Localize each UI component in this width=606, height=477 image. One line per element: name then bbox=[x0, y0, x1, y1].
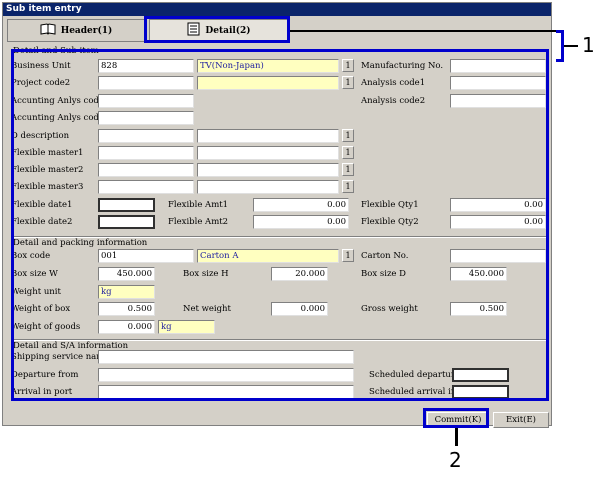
book-icon bbox=[40, 23, 56, 38]
label-analysis-code2: Analysis code2 bbox=[361, 96, 426, 106]
label-flexible-date1: Flexible date1 bbox=[11, 200, 73, 210]
flexible-qty2-input[interactable]: 0.00 bbox=[450, 215, 546, 229]
analysis-code1-input[interactable] bbox=[450, 76, 546, 90]
callout-number-2: 2 bbox=[449, 448, 462, 472]
flexible-qty1-input[interactable]: 0.00 bbox=[450, 198, 546, 212]
label-analysis-code1: Analysis code1 bbox=[361, 78, 426, 88]
flexible-master1-desc bbox=[197, 146, 339, 160]
flexible-master2-desc bbox=[197, 163, 339, 177]
tab-header-label: Header(1) bbox=[60, 25, 113, 36]
group-packing: Detail and packing information bbox=[13, 238, 148, 248]
callout-line-2 bbox=[455, 428, 458, 446]
flexible-date2-input[interactable] bbox=[98, 215, 155, 229]
label-box-size-h: Box size H bbox=[183, 269, 229, 279]
label-box-size-w: Box size W bbox=[11, 269, 58, 279]
label-flexible-amt2: Flexible Amt2 bbox=[168, 217, 229, 227]
d-description-lookup-button[interactable]: 1 bbox=[342, 129, 354, 142]
group-sa: Detail and S/A information bbox=[13, 341, 129, 351]
label-scheduled-departure: Scheduled departure da bbox=[369, 370, 453, 380]
box-code-lookup-button[interactable]: 1 bbox=[342, 249, 354, 262]
label-carton-no: Carton No. bbox=[361, 251, 409, 261]
flexible-master2-input[interactable] bbox=[98, 163, 194, 177]
label-flexible-master3: Flexible master3 bbox=[11, 182, 84, 192]
project-code2-lookup-button[interactable]: 1 bbox=[342, 76, 354, 89]
label-weight-of-box: Weight of box bbox=[11, 304, 71, 314]
label-flexible-master1: Flexible master1 bbox=[11, 148, 84, 158]
box-code-desc: Carton A bbox=[197, 249, 339, 263]
weight-of-box-input[interactable]: 0.500 bbox=[98, 302, 155, 316]
label-weight-of-goods: Weight of goods bbox=[11, 322, 81, 332]
label-accounting-code2: Accunting Anlys code2 bbox=[11, 113, 99, 123]
label-business-unit: Business Unit bbox=[11, 61, 71, 71]
group-divider bbox=[12, 339, 548, 341]
flexible-master3-lookup-button[interactable]: 1 bbox=[342, 180, 354, 193]
departure-from-input[interactable] bbox=[98, 368, 354, 382]
document-icon bbox=[187, 22, 200, 39]
sub-item-entry-window: Sub item entry Header(1) Detail(2) Detai… bbox=[2, 2, 552, 428]
label-manufacturing-no: Manufacturing No. bbox=[361, 61, 444, 71]
label-project-code2: Project code2 bbox=[11, 78, 71, 88]
flexible-master3-input[interactable] bbox=[98, 180, 194, 194]
accounting-code1-input[interactable] bbox=[98, 94, 194, 108]
label-shipping-service: Shipping service name bbox=[11, 352, 99, 362]
commit-button-highlight bbox=[423, 408, 489, 428]
scheduled-departure-input[interactable] bbox=[452, 368, 509, 382]
box-size-h-input[interactable]: 20.000 bbox=[271, 267, 328, 281]
exit-button[interactable]: Exit(E) bbox=[493, 412, 549, 428]
gross-weight-input[interactable]: 0.500 bbox=[450, 302, 507, 316]
callout-leader-1 bbox=[564, 45, 578, 47]
group-divider bbox=[12, 236, 548, 238]
label-net-weight: Net weight bbox=[183, 304, 231, 314]
label-flexible-amt1: Flexible Amt1 bbox=[168, 200, 229, 210]
callout-line-1 bbox=[290, 30, 560, 32]
shipping-service-input[interactable] bbox=[98, 350, 354, 364]
business-unit-desc: TV(Non-Japan) bbox=[197, 59, 339, 73]
label-flexible-master2: Flexible master2 bbox=[11, 165, 84, 175]
label-box-code: Box code bbox=[11, 251, 51, 261]
weight-of-goods-unit: kg bbox=[158, 320, 215, 334]
d-description-desc bbox=[197, 129, 339, 143]
weight-unit-input[interactable]: kg bbox=[98, 285, 155, 299]
weight-of-goods-input[interactable]: 0.000 bbox=[98, 320, 155, 334]
net-weight-input[interactable]: 0.000 bbox=[271, 302, 328, 316]
window-title: Sub item entry bbox=[3, 3, 551, 16]
project-code2-desc bbox=[197, 76, 339, 90]
label-flexible-date2: Flexible date2 bbox=[11, 217, 73, 227]
tab-detail-label: Detail(2) bbox=[205, 25, 251, 36]
callout-bracket-1 bbox=[556, 30, 564, 62]
label-accounting-code1: Accunting Anlys code1 bbox=[11, 96, 99, 106]
d-description-input[interactable] bbox=[98, 129, 194, 143]
carton-no-input[interactable] bbox=[450, 249, 546, 263]
analysis-code2-input[interactable] bbox=[450, 94, 546, 108]
project-code2-input[interactable] bbox=[98, 76, 194, 90]
label-flexible-qty1: Flexible Qty1 bbox=[361, 200, 419, 210]
label-d-description: D description bbox=[11, 131, 70, 141]
flexible-amt2-input[interactable]: 0.00 bbox=[253, 215, 349, 229]
box-size-d-input[interactable]: 450.000 bbox=[450, 267, 507, 281]
business-unit-lookup-button[interactable]: 1 bbox=[342, 59, 354, 72]
callout-number-1: 1 bbox=[582, 33, 595, 57]
flexible-master3-desc bbox=[197, 180, 339, 194]
detail-panel-highlight bbox=[11, 49, 549, 401]
detail-tab-highlight bbox=[144, 16, 290, 43]
accounting-code2-input[interactable] bbox=[98, 111, 194, 125]
box-code-input[interactable]: 001 bbox=[98, 249, 194, 263]
manufacturing-no-input[interactable] bbox=[450, 59, 546, 73]
label-gross-weight: Gross weight bbox=[361, 304, 418, 314]
label-departure-from: Departure from bbox=[11, 370, 79, 380]
tab-header[interactable]: Header(1) bbox=[7, 19, 145, 42]
label-box-size-d: Box size D bbox=[361, 269, 406, 279]
box-size-w-input[interactable]: 450.000 bbox=[98, 267, 155, 281]
flexible-master1-lookup-button[interactable]: 1 bbox=[342, 146, 354, 159]
flexible-date1-input[interactable] bbox=[98, 198, 155, 212]
label-weight-unit: Weight unit bbox=[11, 287, 61, 297]
flexible-master2-lookup-button[interactable]: 1 bbox=[342, 163, 354, 176]
label-scheduled-arrival: Scheduled arrival in por bbox=[369, 387, 453, 397]
label-arrival-in-port: Arrival in port bbox=[11, 387, 73, 397]
flexible-amt1-input[interactable]: 0.00 bbox=[253, 198, 349, 212]
flexible-master1-input[interactable] bbox=[98, 146, 194, 160]
business-unit-input[interactable]: 828 bbox=[98, 59, 194, 73]
label-flexible-qty2: Flexible Qty2 bbox=[361, 217, 419, 227]
